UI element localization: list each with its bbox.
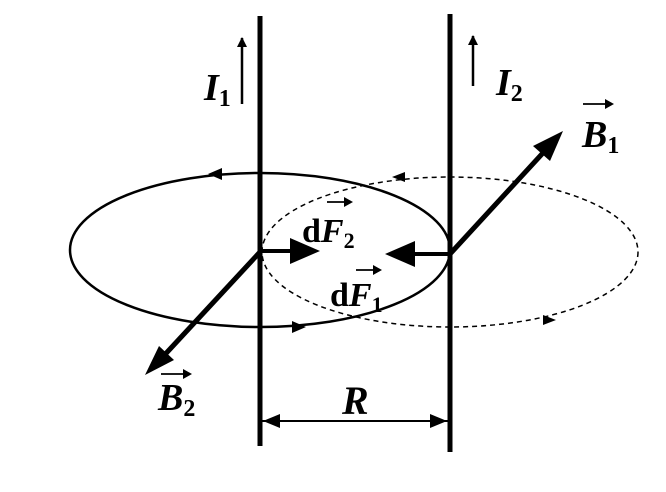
field-1-label: B1 [581, 114, 619, 159]
force-1-label: dF1 [330, 277, 383, 317]
b1-overarrow-head [605, 99, 614, 109]
field-2-label: B2 [157, 377, 195, 422]
separation-label: R [341, 378, 369, 423]
loop-1-top-direction-arrow [208, 168, 222, 180]
separation-right-arrowhead [430, 414, 447, 428]
b2-overarrow-head [183, 369, 192, 379]
df1-force-head [385, 241, 415, 267]
current-2-label: I2 [495, 62, 523, 107]
df2-overarrow-head [344, 197, 353, 207]
b2-vector [158, 252, 260, 362]
current-1-label: I1 [203, 67, 231, 112]
separation-left-arrowhead [263, 414, 280, 428]
df1-overarrow-head [373, 265, 382, 275]
force-2-label: dF2 [302, 213, 355, 253]
loop-2-bottom-direction-arrow [543, 315, 556, 325]
b1-vector [450, 142, 553, 254]
loop-1-bottom-direction-arrow [292, 321, 306, 333]
